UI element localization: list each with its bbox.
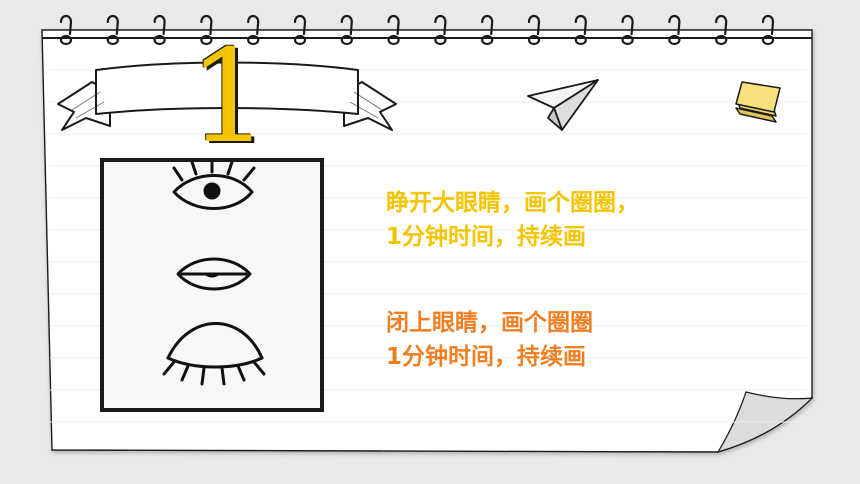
slide-number: 1 [188, 23, 270, 172]
open-eyes-instruction: 睁开大眼睛，画个圈圈， 1分钟时间，持续画 [386, 186, 639, 254]
eyes-illustration [162, 158, 266, 386]
ribbon-banner [57, 61, 397, 131]
spiral-ring [574, 14, 587, 46]
spiral-ring [387, 14, 400, 46]
spiral-ring [200, 14, 213, 46]
open-eye-icon [172, 158, 256, 210]
spiral-ring [247, 14, 260, 46]
spiral-ring [761, 14, 775, 46]
spiral-ring [293, 14, 307, 46]
open-eyes-line-1: 睁开大眼睛，画个圈圈， [386, 190, 639, 216]
half-closed-eye-icon [176, 257, 252, 291]
spiral-ring [668, 14, 681, 46]
sticky-notes-icon [735, 81, 781, 123]
spiral-ring [715, 14, 728, 46]
closed-eyes-line-2: 1分钟时间，持续画 [386, 344, 587, 370]
open-eyes-line-2: 1分钟时间，持续画 [386, 224, 587, 250]
spiral-ring [106, 14, 119, 46]
closed-eye-icon [162, 322, 266, 386]
paper-plane-icon [527, 79, 599, 131]
spiral-ring [527, 14, 541, 46]
spiral-ring [481, 14, 494, 46]
spiral-ring [621, 14, 634, 46]
spiral-rings [59, 14, 775, 46]
eyes-illustration-panel [100, 158, 324, 412]
spiral-ring [59, 14, 73, 46]
spiral-ring [340, 14, 353, 46]
closed-eyes-line-1: 闭上眼睛，画个圈圈 [386, 310, 593, 336]
spiral-ring [434, 14, 447, 46]
closed-eyes-instruction: 闭上眼睛，画个圈圈 1分钟时间，持续画 [386, 306, 593, 374]
spiral-ring [153, 14, 166, 46]
